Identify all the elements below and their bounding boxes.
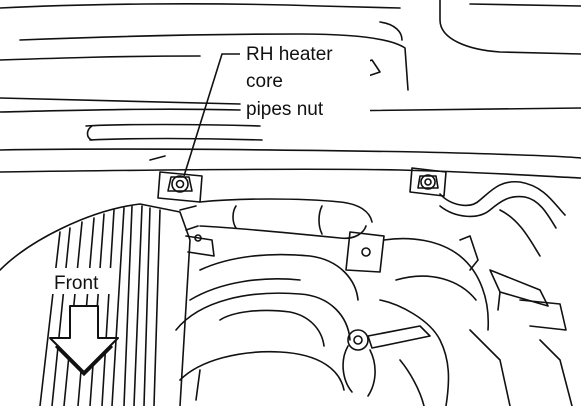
lower-bracket-bolt bbox=[342, 325, 431, 397]
air-duct bbox=[175, 253, 359, 401]
heater-pipe-main bbox=[179, 198, 373, 240]
heater-pipes-callout: RH heater core pipes nut bbox=[242, 40, 370, 122]
left-mounting-bracket bbox=[157, 171, 203, 203]
callout-line-2: core bbox=[246, 71, 283, 92]
intake-manifold bbox=[0, 203, 215, 407]
callout-line-1: RH heater bbox=[246, 44, 333, 65]
front-label: Front bbox=[54, 273, 99, 294]
right-mounting-bracket bbox=[409, 167, 447, 197]
right-engine-components bbox=[379, 209, 573, 407]
heater-pipe-left bbox=[85, 123, 263, 161]
front-direction-indicator: Front bbox=[48, 268, 119, 377]
pipe-clamp-bracket bbox=[345, 231, 385, 273]
heater-hose-right bbox=[439, 180, 566, 229]
callout-leader bbox=[183, 53, 240, 177]
callout-line-3: pipes nut bbox=[246, 99, 324, 120]
